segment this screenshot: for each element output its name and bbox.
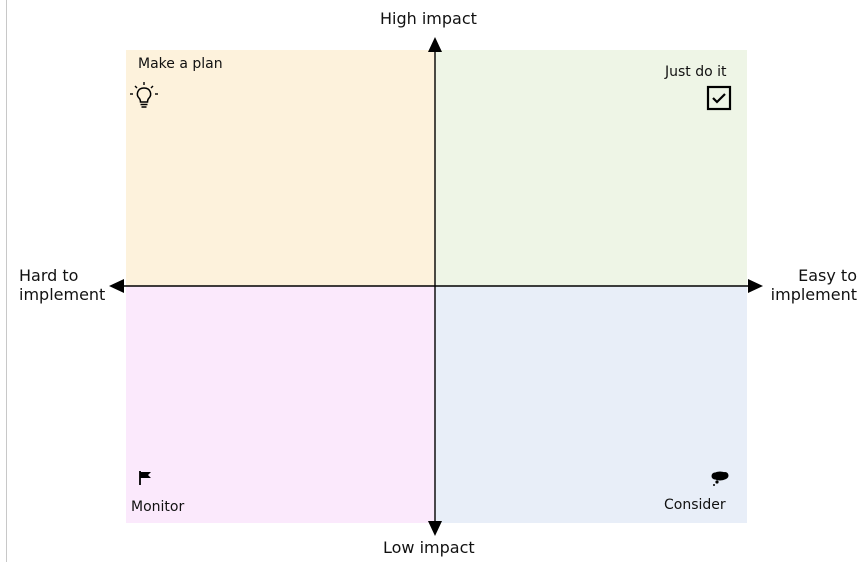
axis-label-left-line1: Hard to	[19, 266, 79, 285]
quadrant-consider	[435, 286, 747, 523]
quadrant-label-monitor: Monitor	[131, 499, 185, 515]
flag-icon	[139, 471, 151, 485]
arrow-down-icon	[428, 521, 442, 536]
axis-label-right: Easy to implement	[758, 266, 857, 304]
quadrant-make-a-plan	[126, 50, 435, 286]
arrow-left-icon	[109, 279, 124, 293]
quadrant-label-consider: Consider	[664, 497, 726, 513]
axis-label-right-line1: Easy to	[798, 266, 857, 285]
quadrant-just-do-it	[435, 50, 747, 286]
axis-label-bottom: Low impact	[383, 538, 475, 557]
quadrant-label-make-a-plan: Make a plan	[138, 56, 223, 72]
page-edge-divider	[6, 0, 7, 562]
lightbulb-icon	[130, 82, 158, 108]
quadrant-label-just-do-it: Just do it	[665, 64, 727, 80]
axis-label-left-line2: implement	[19, 285, 106, 304]
thought-cloud-icon	[711, 471, 729, 486]
checkbox-icon	[706, 85, 732, 111]
axis-label-right-line2: implement	[770, 285, 857, 304]
axis-label-left: Hard to implement	[19, 266, 105, 304]
quadrant-monitor	[126, 286, 435, 523]
axis-label-top: High impact	[380, 9, 477, 28]
